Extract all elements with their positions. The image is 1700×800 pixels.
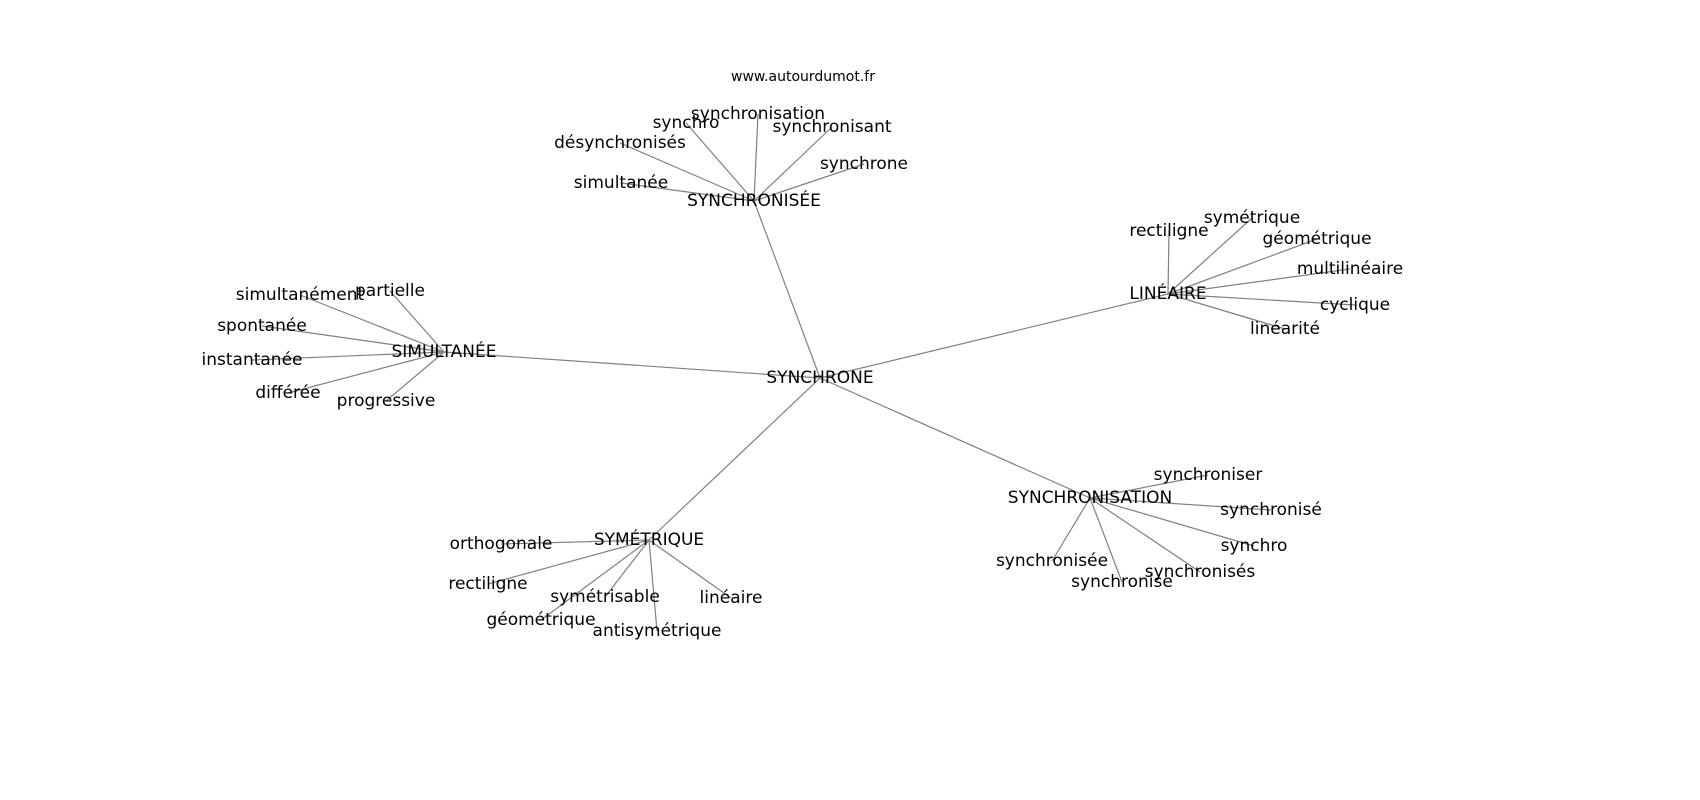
edge-hub-leaf [500,539,650,545]
leaf-node-label[interactable]: synchrone [820,154,908,174]
edge-hub-leaf [251,351,445,361]
edge-hub-leaf [1167,293,1356,306]
edge-hub-leaf [389,290,445,353]
edge-hub-leaf [1089,497,1123,583]
edge-hub-leaf [604,539,650,598]
edge-hub-leaf [1167,238,1318,295]
center-node-label[interactable]: SYNCHRONE [766,368,873,388]
edge-hub-leaf [1089,497,1272,511]
edge-center-hub [819,293,1169,379]
edge-hub-leaf [1051,497,1091,562]
leaf-node-label[interactable]: synchronisation [691,104,825,124]
edge-hub-leaf [1167,217,1253,295]
leaf-node-label[interactable]: synchronisant [772,117,891,137]
leaf-node-label[interactable]: antisymétrique [593,621,722,641]
edge-hub-leaf [753,126,833,202]
edge-hub-leaf [620,182,755,202]
edge-hub-leaf [1167,293,1286,330]
edge-center-hub [819,377,1091,499]
edge-hub-leaf [1089,497,1255,547]
leaf-node-label[interactable]: simultanément [236,285,365,305]
leaf-node-label[interactable]: géométrique [486,610,595,630]
leaf-node-label[interactable]: orthogonale [450,534,553,554]
edge-hub-leaf [1089,497,1201,573]
leaf-node-label[interactable]: synchro [1221,536,1288,556]
leaf-node-label[interactable]: synchronisée [996,551,1108,571]
edge-hub-leaf [1167,268,1351,295]
edge-hub-leaf [299,294,445,353]
edge-hub-leaf [540,539,650,621]
leaf-node-label[interactable]: synchronisés [1145,562,1256,582]
hub-node-label[interactable]: SYNCHRONISATION [1008,488,1172,508]
leaf-node-label[interactable]: rectiligne [1129,221,1208,241]
edge-hub-leaf [685,122,755,202]
watermark-text: www.autourdumot.fr [731,69,875,85]
leaf-node-label[interactable]: instantanée [202,350,303,370]
hub-node-label[interactable]: SYNCHRONISÉE [687,189,821,211]
leaf-node-label[interactable]: linéaire [700,588,763,608]
edge-hub-leaf [1167,230,1170,295]
leaf-node-label[interactable]: simultanée [574,173,668,193]
leaf-node-label[interactable]: synchronisé [1220,500,1322,520]
leaf-node-label[interactable]: progressive [337,391,436,411]
edge-hub-leaf [1089,474,1209,499]
leaf-node-label[interactable]: linéarité [1250,319,1320,339]
edge-center-hub [443,351,821,379]
leaf-node-label[interactable]: cyclique [1320,295,1390,315]
leaf-node-label[interactable]: synchronise [1071,572,1173,592]
edge-center-hub [648,377,821,541]
leaf-node-label[interactable]: symétrique [1204,208,1300,228]
edge-hub-leaf [619,142,755,202]
leaf-node-label[interactable]: synchro [653,113,720,133]
edge-hub-leaf [487,539,650,585]
leaf-node-label[interactable]: désynchronisés [554,133,686,153]
edge-hub-leaf [753,113,759,202]
edge-hub-leaf [648,539,732,599]
edge-hub-leaf [385,351,445,402]
edge-hub-leaf [648,539,658,632]
leaf-node-label[interactable]: multilinéaire [1297,259,1403,279]
edge-center-hub [753,200,821,379]
hub-node-label[interactable]: LINÉAIRE [1129,282,1206,304]
leaf-node-label[interactable]: géométrique [1262,229,1371,249]
edge-hub-leaf [261,325,445,353]
edge-hub-leaf [753,163,865,202]
leaf-node-label[interactable]: synchroniser [1154,465,1263,485]
edge-hub-leaf [287,351,445,394]
leaf-node-label[interactable]: spontanée [217,316,307,336]
leaf-node-label[interactable]: symétrisable [550,587,660,607]
leaf-node-label[interactable]: différée [255,383,320,403]
hub-node-label[interactable]: SIMULTANÉE [392,340,497,362]
leaf-node-label[interactable]: partielle [355,281,425,301]
hub-node-label[interactable]: SYMÉTRIQUE [594,528,704,550]
leaf-node-label[interactable]: rectiligne [448,574,527,594]
